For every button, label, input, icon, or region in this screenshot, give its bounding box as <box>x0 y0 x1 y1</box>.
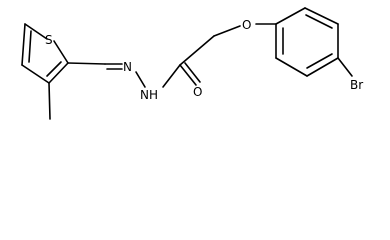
bond-nh-carbonyl <box>162 64 181 88</box>
atom-label-nitrogen: N <box>123 60 132 74</box>
bond-c3-c3-inner <box>46 61 62 77</box>
bond-ch2-ether-o <box>213 25 241 37</box>
bond-carbonyl-o-a <box>179 64 197 86</box>
acetyl-group <box>179 25 241 86</box>
bond-c4-c5 <box>21 23 26 66</box>
bond-ring-2 <box>304 7 339 25</box>
bond-ring-4 <box>306 57 339 77</box>
atom-label-sulfur: S <box>45 33 53 47</box>
bond-c3-c4 <box>21 64 50 84</box>
thiophene-ring <box>21 23 69 120</box>
atom-label-bromine: Br <box>350 78 363 92</box>
bond-ring-5 <box>275 57 308 77</box>
atom-label-ether-oxygen: O <box>242 18 251 32</box>
atom-label-carbonyl-oxygen: O <box>193 85 202 99</box>
atom-label-nh: NH <box>140 88 158 102</box>
hydrazone-linker <box>67 62 181 88</box>
bond-n-nh <box>135 71 146 88</box>
bond-s1-c5 <box>24 23 48 40</box>
bond-carbonyl-o-b <box>184 62 201 83</box>
bond-carbonyl-ch2 <box>179 35 215 66</box>
bond-c2-ch <box>67 62 106 65</box>
bond-c2-c3 <box>48 62 69 84</box>
chemical-structure-diagram: S N NH O O Br <box>21 7 363 120</box>
bond-ring-1 <box>275 7 306 25</box>
bond-s1-c2 <box>53 40 69 64</box>
bond-c4-c5-inner <box>28 30 32 63</box>
bond-ring-br <box>337 57 353 77</box>
bond-ring-2-inner <box>305 14 333 29</box>
bond-methyl <box>48 82 51 120</box>
bromophenyl-ring <box>255 7 353 77</box>
bond-ring-4-inner <box>306 53 333 69</box>
